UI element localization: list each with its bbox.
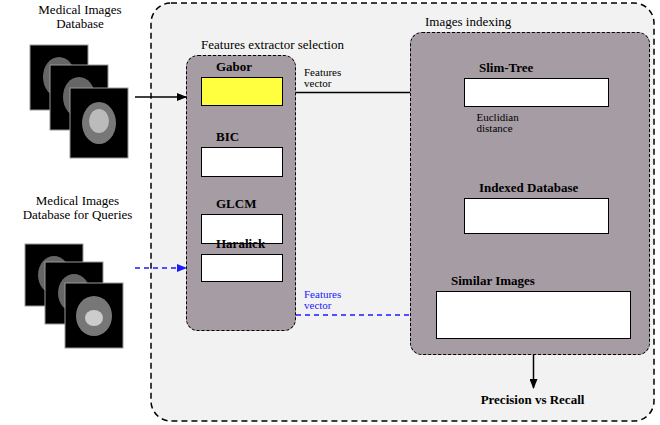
image-stack: [30, 45, 128, 158]
node-label: Gabor: [216, 59, 252, 75]
edge-label: Features vector: [304, 289, 356, 311]
node-label: GLCM: [216, 196, 256, 212]
database-label: Medical Images Database: [25, 3, 135, 31]
group-heading: Images indexing: [425, 14, 511, 30]
node-label: Haralick: [216, 236, 265, 252]
node-label: BIC: [216, 129, 239, 145]
node-label: Similar Images: [451, 273, 535, 289]
process-box: Indexed Database: [464, 198, 609, 234]
image-database: Medical Images Database: [25, 3, 135, 163]
node-label: Precision vs Recall: [481, 392, 585, 408]
flow-arrow: [135, 96, 186, 98]
image-stack: [25, 244, 123, 348]
system-frame: [151, 3, 654, 421]
extractor-group: Features extractor selectionGaborBICGLCM…: [186, 55, 296, 331]
extractor-box: BIC: [201, 147, 283, 177]
process-box: Similar Images: [436, 291, 631, 339]
flow-arrow: [135, 267, 186, 269]
edge-label: Features vector: [304, 67, 356, 89]
node-label: Indexed Database: [479, 180, 578, 196]
edge-label: Euclidian distance: [477, 112, 529, 134]
extractor-box: Gabor: [201, 77, 283, 106]
query-database: Medical Images Database for Queries: [20, 194, 135, 352]
result-text: Precision vs Recall: [455, 388, 610, 412]
group-heading: Features extractor selection: [201, 37, 344, 53]
extractor-box: Haralick: [201, 254, 283, 282]
node-label: Slim-Tree: [479, 60, 533, 76]
database-label: Medical Images Database for Queries: [20, 194, 135, 222]
indexing-group: Images indexingSlim-TreeIndexed Database…: [410, 32, 650, 355]
process-box: Slim-Tree: [464, 78, 609, 107]
